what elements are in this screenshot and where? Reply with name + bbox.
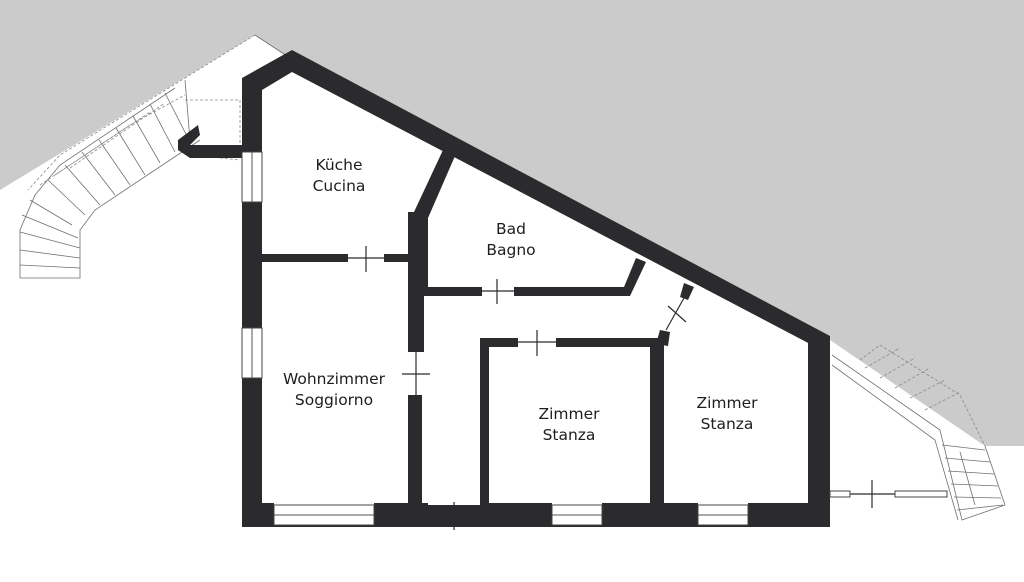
door-threshold-right-a [829, 490, 851, 498]
wall-kitchen-living-b [384, 254, 412, 262]
wall-diag-stub [680, 283, 694, 300]
wall-living-hall-upper [408, 212, 424, 352]
left-staircase [19, 34, 291, 279]
room-label-bath: Bad Bagno [486, 220, 535, 259]
room-label-bath-line2: Bagno [486, 241, 535, 259]
room-label-room-right: Zimmer Stanza [696, 394, 758, 433]
wall-living-hall-lower [408, 395, 422, 505]
bottom-wall-seg-1 [242, 503, 274, 527]
room-label-room-middle-line2: Stanza [543, 426, 596, 444]
room-label-living: Wohnzimmer Soggiorno [283, 370, 386, 409]
outside-area [0, 0, 1024, 446]
outer-wall-right [808, 338, 830, 527]
room-label-room-middle: Zimmer Stanza [538, 405, 600, 444]
bottom-wall-seg-2 [374, 503, 428, 527]
room-label-kitchen-line1: Küche [315, 156, 362, 174]
room-label-kitchen: Küche Cucina [313, 156, 366, 195]
room-label-bath-line1: Bad [496, 220, 526, 238]
bottom-wall-seg-5 [748, 503, 830, 527]
room-label-room-right-line2: Stanza [701, 415, 754, 433]
door-threshold-right-b [894, 490, 948, 498]
room-label-room-middle-line1: Zimmer [538, 405, 600, 423]
wall-mid-room-top-a [480, 338, 518, 347]
wall-kitchen-living-a [262, 254, 348, 262]
room-label-living-line1: Wohnzimmer [283, 370, 386, 388]
stair-wall-top [178, 125, 242, 158]
right-staircase [831, 344, 1006, 521]
wall-corner-piece [656, 330, 670, 346]
wall-kitchen-bath [414, 150, 455, 290]
room-label-room-right-line1: Zimmer [696, 394, 758, 412]
wall-mid-room-top-b [556, 338, 658, 347]
wall-bath-bottom-b [514, 258, 646, 296]
room-label-kitchen-line2: Cucina [313, 177, 366, 195]
doors [348, 246, 948, 530]
bottom-wall-seg-4 [602, 503, 698, 527]
wall-mid-right [650, 338, 664, 508]
wall-bath-bottom-a [424, 287, 482, 296]
wall-mid-room-left [480, 338, 489, 508]
bottom-wall-seg-3 [480, 503, 552, 527]
windows [241, 151, 749, 526]
room-label-living-line2: Soggiorno [295, 391, 373, 409]
outer-wall-left [242, 78, 262, 527]
